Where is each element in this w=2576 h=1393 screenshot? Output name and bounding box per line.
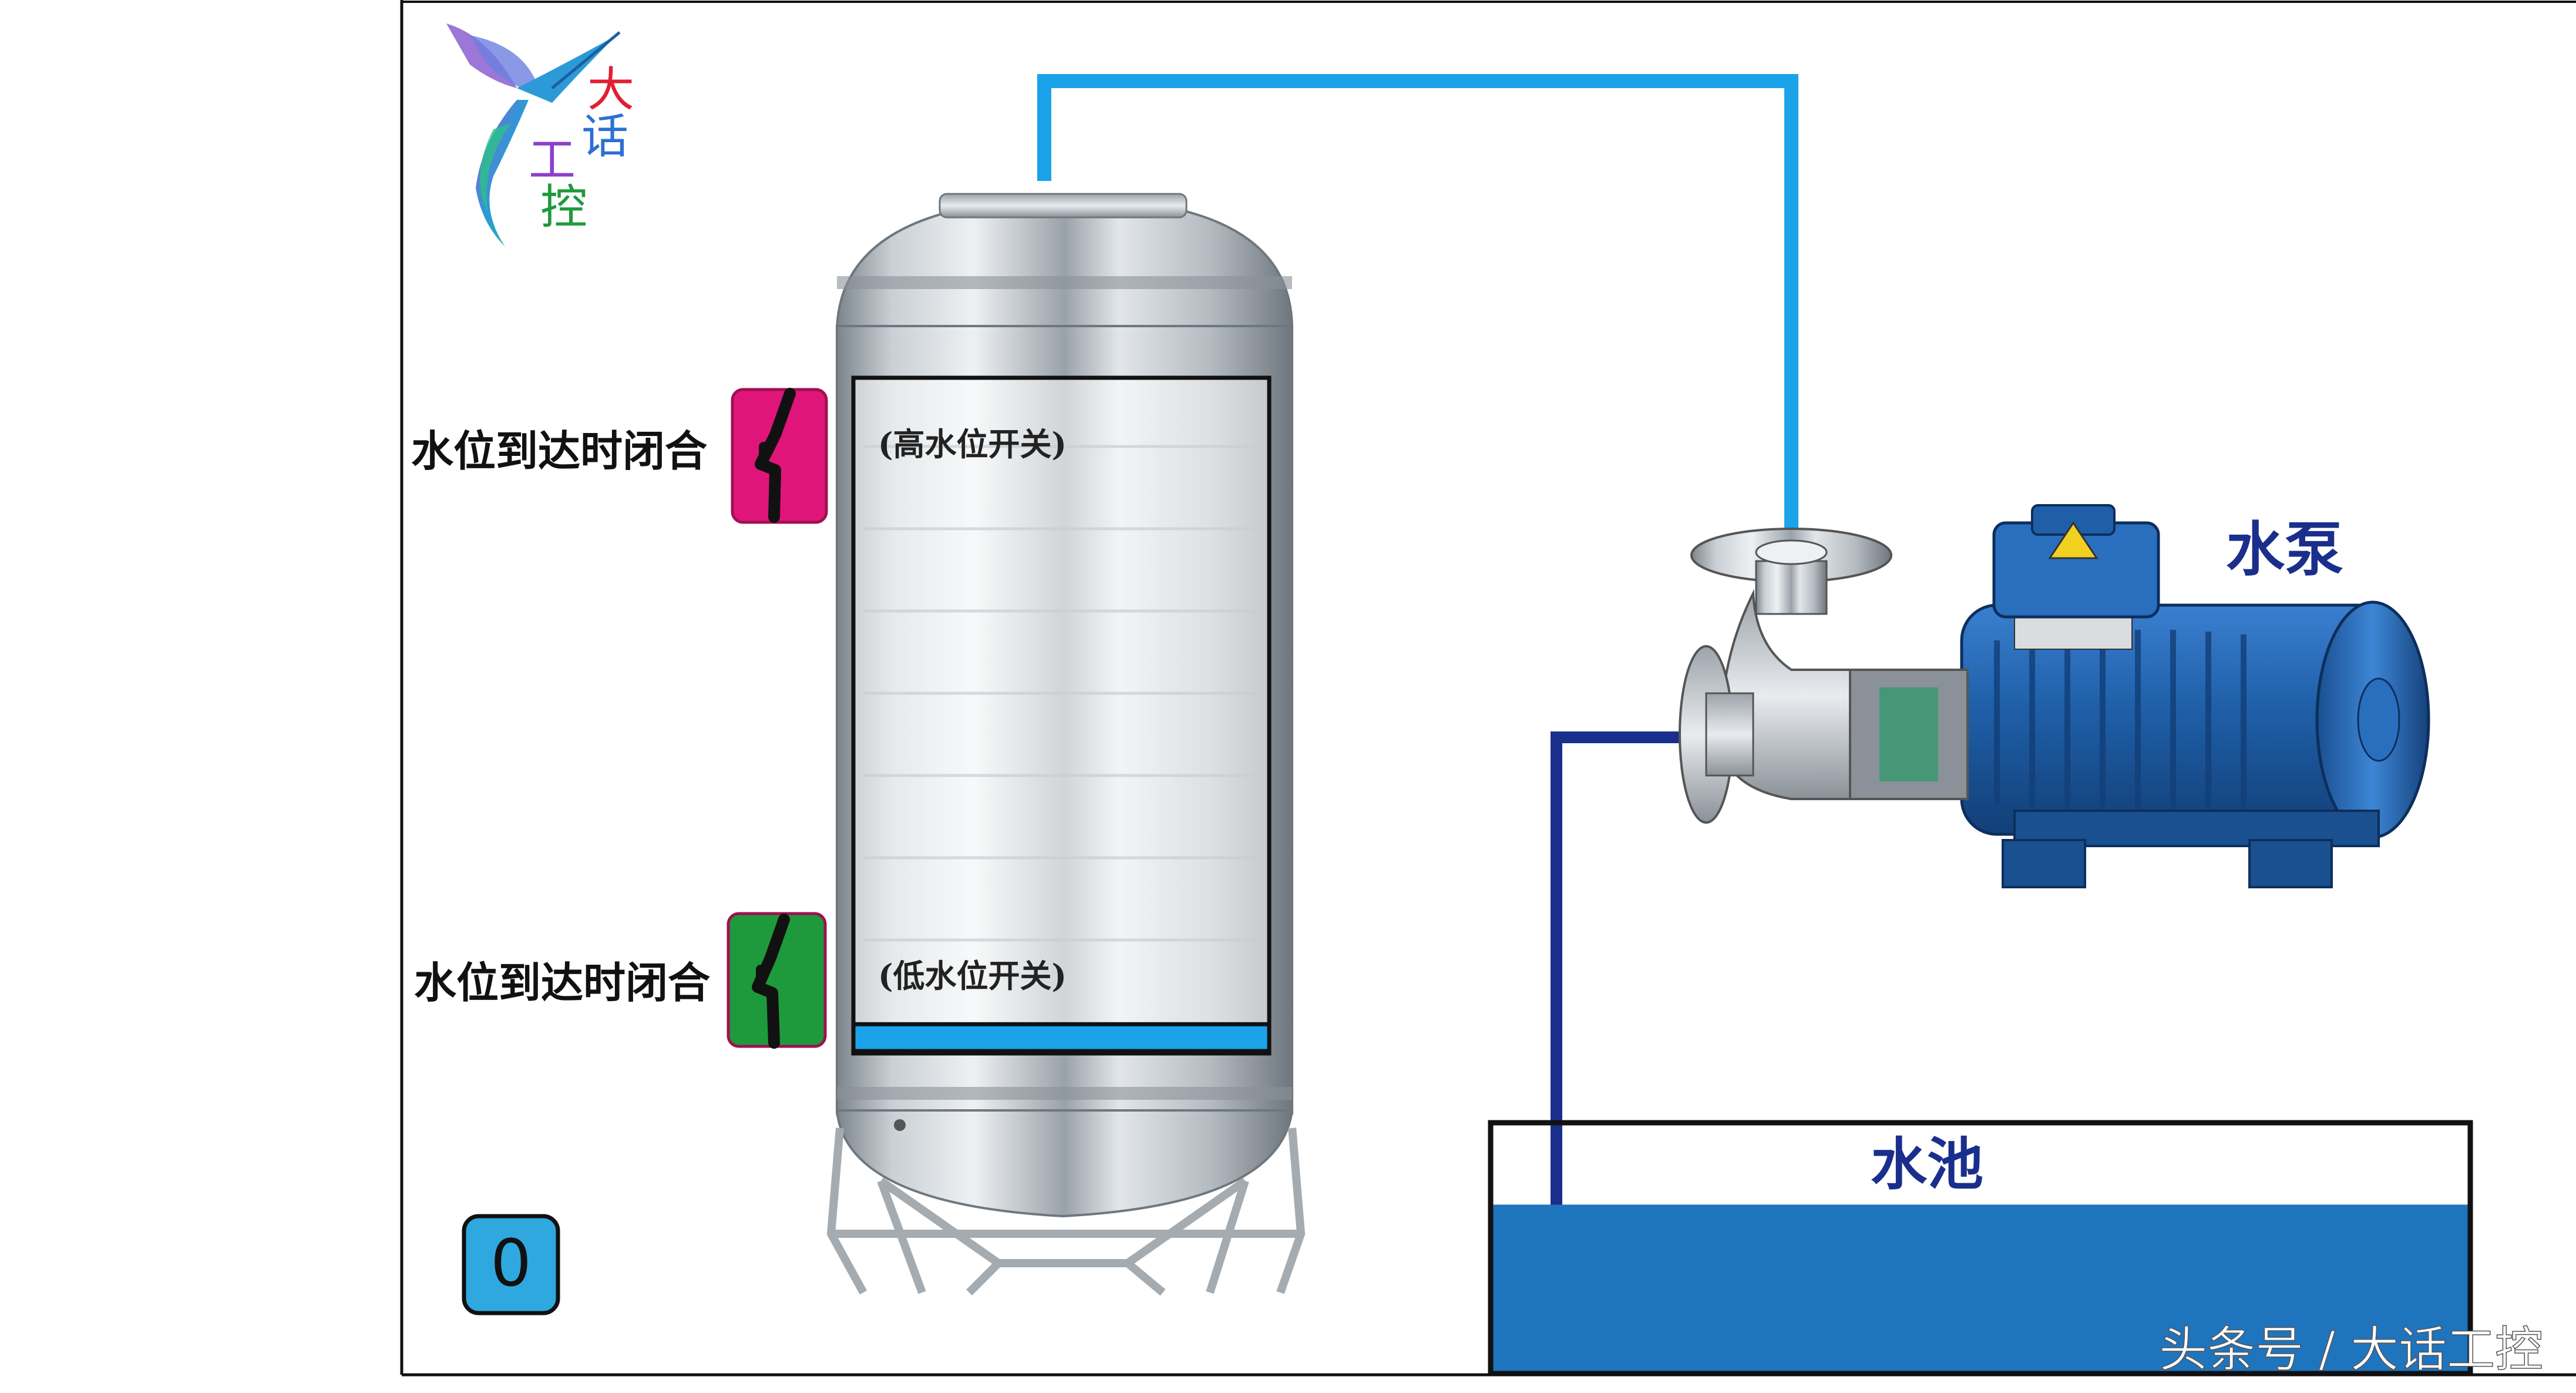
storage-tank [826,193,1306,1296]
logo-char-kong: 控 [540,180,587,234]
low-level-switch[interactable] [727,912,827,1049]
pool-water [1493,1204,2468,1374]
high-switch-inner-label: (高水位开关) [878,425,1067,463]
high-switch-side-label: 水位到达时闭合 [411,426,707,476]
logo-char-hua: 话 [581,109,628,164]
watermark-text: 头条号 / 大话工控 [2159,1322,2543,1378]
logo-char-gong: 工 [529,133,576,187]
high-level-switch[interactable] [731,388,828,524]
pool-outline [1488,1120,2473,1377]
logo-char-da: 大 [587,62,634,117]
hummingbird-logo-icon [446,24,621,247]
tank-level-window [851,375,1272,1056]
water-pool [1488,1120,2473,1377]
inlet-pipe [1551,731,1691,1216]
pool-label: 水池 [1871,1131,1983,1197]
low-switch-side-label: 水位到达时闭合 [414,958,710,1008]
counter-display: 0 [462,1214,560,1315]
low-switch-inner-label: (低水位开关) [878,957,1067,995]
pump-label: 水泵 [2226,515,2343,584]
counter-value: 0 [490,1226,532,1301]
outlet-pipe [1037,74,1798,561]
warning-icon [2048,521,2099,559]
tank-water-level [851,1022,1272,1053]
water-pump[interactable] [1679,504,2430,888]
